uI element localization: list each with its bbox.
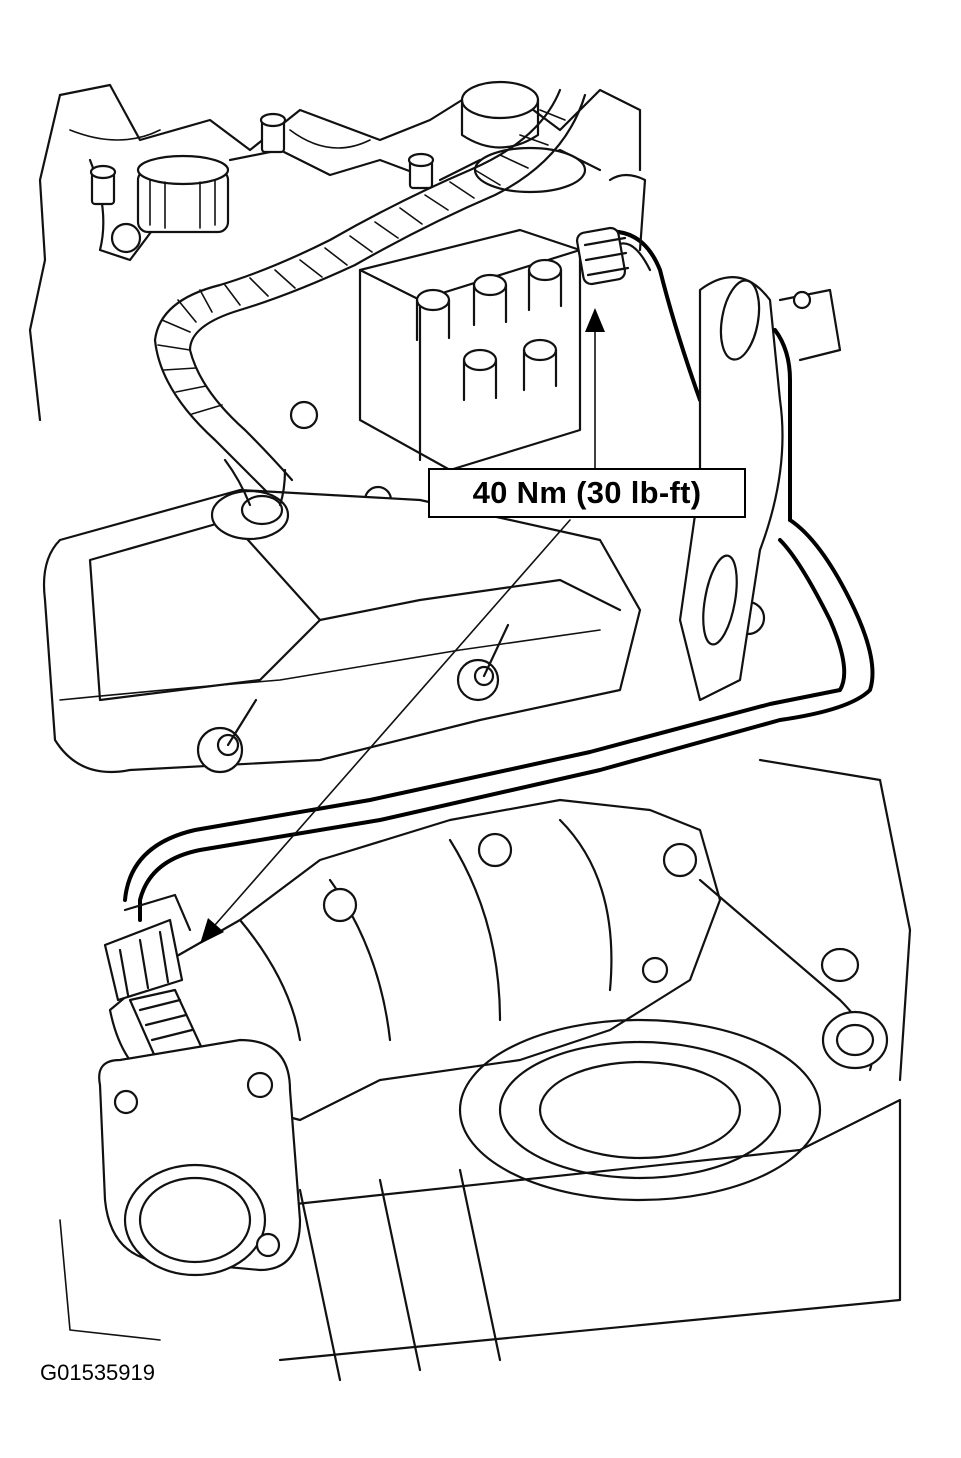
exhaust-manifold bbox=[108, 798, 722, 1122]
ignition-coil-pack bbox=[358, 228, 582, 472]
oil-filler-cap bbox=[136, 154, 230, 234]
intake-bolts bbox=[89, 112, 435, 515]
exhaust-flange bbox=[98, 1038, 302, 1277]
engine-mount-bracket bbox=[698, 758, 912, 1082]
crankshaft-pulley bbox=[458, 1018, 822, 1202]
wiring-harness-loom bbox=[153, 88, 587, 497]
torque-callout-box: 40 Nm (30 lb-ft) bbox=[428, 468, 746, 518]
torque-leader-lines bbox=[200, 308, 605, 944]
valve-cover bbox=[42, 488, 642, 774]
pcv-grommet bbox=[210, 458, 290, 541]
figure-code: G01535919 bbox=[40, 1360, 155, 1385]
egr-tube bbox=[575, 173, 702, 402]
egr-metal-tube bbox=[123, 328, 875, 922]
torque-callout-label: 40 Nm (30 lb-ft) bbox=[472, 475, 702, 510]
oil-pan bbox=[59, 1098, 902, 1382]
